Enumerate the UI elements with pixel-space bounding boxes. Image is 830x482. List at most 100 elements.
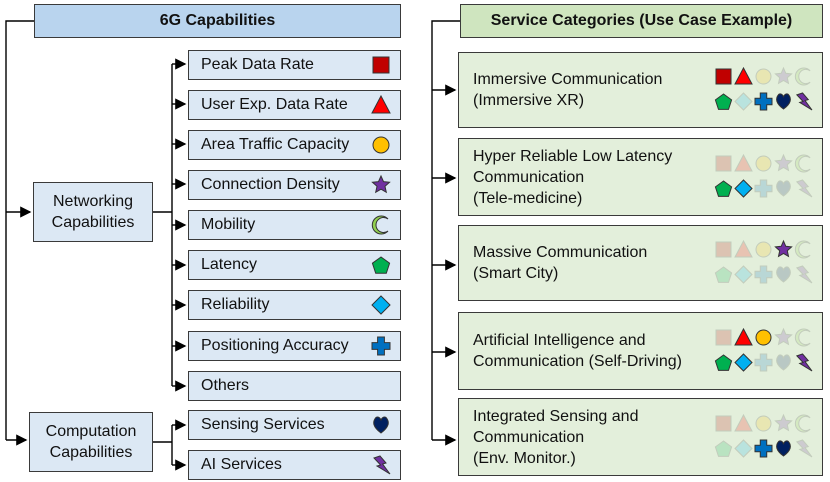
pentagon-icon <box>714 354 733 371</box>
circle-icon <box>755 68 772 85</box>
capability-label: AI Services <box>201 456 282 473</box>
capability-item: Others <box>188 371 401 401</box>
lightning-icon <box>795 92 813 111</box>
capability-item: Peak Data Rate <box>188 50 401 80</box>
diamond-icon <box>734 92 753 111</box>
group-label-line: Networking <box>52 193 134 210</box>
capability-icon-matrix <box>714 327 813 372</box>
group-label-line: Capabilities <box>49 444 133 461</box>
circle-icon <box>755 415 772 432</box>
capability-label: Sensing Services <box>201 416 325 433</box>
navy-heart-icon <box>373 416 389 434</box>
capability-label: Others <box>201 377 250 394</box>
star-icon <box>774 413 793 432</box>
cross-icon <box>754 92 773 111</box>
capability-label: Positioning Accuracy <box>201 337 349 354</box>
computation-capabilities-box: Computation Capabilities <box>29 412 153 472</box>
triangle-icon <box>734 239 753 258</box>
circle-icon <box>755 329 772 346</box>
crescent-icon <box>794 414 811 433</box>
green-crescent-icon <box>371 215 389 235</box>
capability-item: Area Traffic Capacity <box>188 130 401 160</box>
star-icon <box>774 66 793 85</box>
square-icon <box>715 415 732 432</box>
service-label-line: (Env. Monitor.) <box>473 449 576 467</box>
yellow-circle-icon <box>372 136 390 154</box>
pentagon-icon <box>714 440 733 457</box>
service-label-line: Integrated Sensing and <box>473 407 639 425</box>
capability-label: Reliability <box>201 296 270 313</box>
square-icon <box>715 329 732 346</box>
capability-icon-matrix <box>714 153 813 198</box>
green-pentagon-icon <box>371 256 391 274</box>
capability-item: Reliability <box>188 290 401 320</box>
heart-icon <box>776 180 791 197</box>
capability-label: Latency <box>201 256 258 273</box>
pentagon-icon <box>714 180 733 197</box>
triangle-icon <box>734 153 753 172</box>
cross-icon <box>754 439 773 458</box>
heart-icon <box>776 93 791 110</box>
service-categories-header: Service Categories (Use Case Example) <box>460 4 823 38</box>
crescent-icon <box>794 240 811 259</box>
capability-item: Mobility <box>188 210 401 240</box>
service-label-line: (Tele-medicine) <box>473 189 583 207</box>
capability-icon-matrix <box>714 413 813 458</box>
service-label-line: Massive Communication <box>473 244 648 261</box>
capabilities-header: 6G Capabilities <box>34 4 401 38</box>
star-icon <box>774 239 793 258</box>
capability-label: Area Traffic Capacity <box>201 136 350 153</box>
capability-item: Positioning Accuracy <box>188 331 401 361</box>
capability-item: Sensing Services <box>188 410 401 440</box>
diamond-icon <box>734 439 753 458</box>
lightning-icon <box>795 179 813 198</box>
service-label-line: Immersive Communication <box>473 71 663 88</box>
circle-icon <box>755 241 772 258</box>
purple-star-icon <box>371 174 391 194</box>
star-icon <box>774 153 793 172</box>
diamond-icon <box>734 179 753 198</box>
service-label-line: (Immersive XR) <box>473 92 585 109</box>
star-icon <box>774 327 793 346</box>
group-label-line: Capabilities <box>51 214 135 231</box>
red-square-icon <box>372 56 390 74</box>
heart-icon <box>776 440 791 457</box>
crescent-icon <box>794 154 811 173</box>
square-icon <box>715 155 732 172</box>
purple-lightning-icon <box>373 455 391 475</box>
diamond-icon <box>734 265 753 284</box>
service-label-line: Communication <box>473 168 585 186</box>
service-label-line: (Smart City) <box>473 265 559 282</box>
networking-capabilities-box: Networking Capabilities <box>33 182 153 242</box>
crescent-icon <box>794 67 811 86</box>
blue-cross-icon <box>371 336 391 356</box>
lightning-icon <box>795 439 813 458</box>
service-label-line: Communication <box>473 428 585 446</box>
capability-item: User Exp. Data Rate <box>188 90 401 120</box>
red-triangle-icon <box>371 94 391 114</box>
pentagon-icon <box>714 266 733 283</box>
heart-icon <box>776 354 791 371</box>
square-icon <box>715 241 732 258</box>
capability-item: Connection Density <box>188 170 401 200</box>
capability-label: Connection Density <box>201 176 340 193</box>
capability-label: User Exp. Data Rate <box>201 96 348 113</box>
lightning-icon <box>795 353 813 372</box>
cross-icon <box>754 265 773 284</box>
lightning-icon <box>795 265 813 284</box>
blue-diamond-icon <box>371 295 391 315</box>
triangle-icon <box>734 327 753 346</box>
capability-item: AI Services <box>188 450 401 480</box>
service-label-line: Hyper Reliable Low Latency <box>473 147 673 165</box>
capability-icon-matrix <box>714 239 813 284</box>
crescent-icon <box>794 328 811 347</box>
triangle-icon <box>734 66 753 85</box>
triangle-icon <box>734 413 753 432</box>
heart-icon <box>776 266 791 283</box>
circle-icon <box>755 155 772 172</box>
capability-label: Mobility <box>201 216 256 233</box>
